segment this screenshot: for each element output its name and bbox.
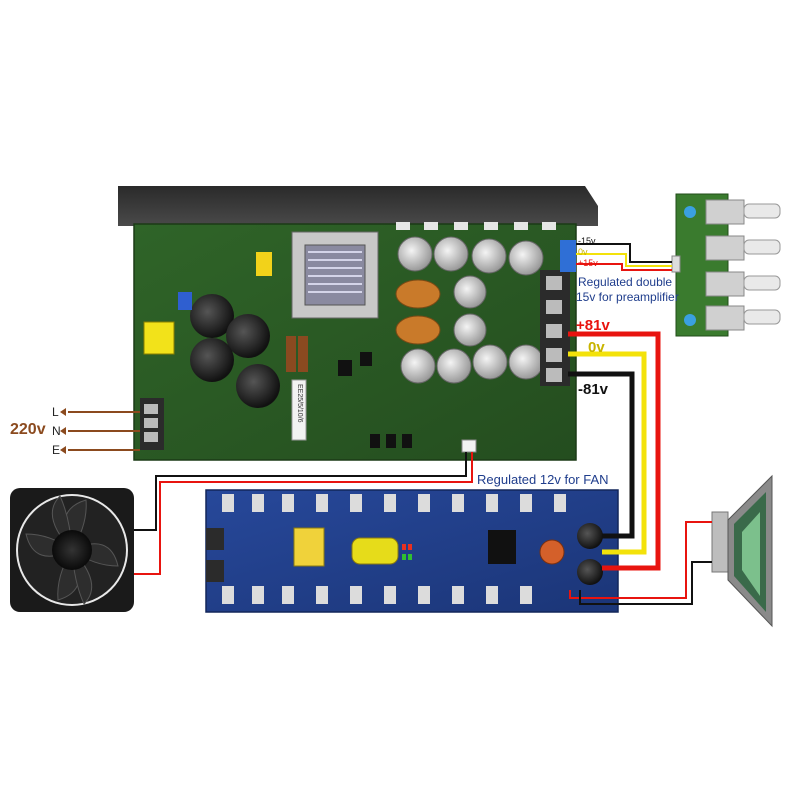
power-supply-board xyxy=(118,186,598,461)
capacitor xyxy=(400,348,436,384)
mains-neutral-label: N xyxy=(52,424,61,438)
mains-wire-arrow xyxy=(60,427,66,435)
preamp-note-line2: 15v for preamplifier xyxy=(576,290,679,304)
capacitor xyxy=(453,275,487,309)
amplifier-board xyxy=(205,489,619,613)
negative-rail-label: -81v xyxy=(578,381,609,398)
preamp-ground-label: 0v xyxy=(578,247,588,257)
capacitor xyxy=(577,523,603,549)
relay xyxy=(143,321,175,355)
speaker xyxy=(711,474,773,628)
potentiometer xyxy=(705,235,781,261)
speaker-wires xyxy=(569,521,712,605)
heatsink xyxy=(118,186,598,226)
potentiometer xyxy=(705,305,781,331)
capacitor xyxy=(471,238,507,274)
capacitor xyxy=(190,338,234,382)
capacitor xyxy=(433,236,469,272)
capacitor xyxy=(351,537,399,565)
potentiometer xyxy=(705,271,781,297)
preamplifier-board xyxy=(671,193,781,337)
output-transistors xyxy=(222,494,566,604)
capacitor xyxy=(472,344,508,380)
positive-rail-label: +81v xyxy=(576,317,610,334)
preamp-power-terminal xyxy=(560,240,576,272)
toroid-inductor xyxy=(539,539,565,565)
preamp-supply-wires xyxy=(576,243,672,271)
mains-wire-arrow xyxy=(60,408,66,416)
capacitor xyxy=(190,294,234,338)
fan-wires xyxy=(134,452,473,575)
rail-wires xyxy=(568,331,661,571)
toroid-inductor xyxy=(395,279,441,309)
mains-voltage-label: 220v xyxy=(10,421,46,438)
transformer-marking: EE25/5/10/6 xyxy=(296,384,303,423)
fan-note: Regulated 12v for FAN xyxy=(477,472,609,487)
toroid-inductor xyxy=(395,315,441,345)
potentiometer xyxy=(705,199,781,225)
mains-wire-arrow xyxy=(60,446,66,454)
capacitor xyxy=(508,240,544,276)
cooling-fan xyxy=(10,488,134,612)
film-capacitor xyxy=(293,527,325,567)
negative-rail-wire xyxy=(568,371,635,539)
capacitor xyxy=(236,364,280,408)
mains-wires xyxy=(68,411,140,451)
capacitor xyxy=(577,559,603,585)
positive-rail-wire xyxy=(568,331,661,571)
preamp-note-line1: Regulated double xyxy=(578,275,673,289)
mains-line-label: L xyxy=(52,405,59,419)
mains-earth-label: E xyxy=(52,443,61,457)
ground-rail-label: 0v xyxy=(588,339,605,356)
fan-connector xyxy=(461,439,477,453)
ground-rail-wire xyxy=(568,351,647,555)
capacitor xyxy=(508,344,544,380)
transistor xyxy=(488,530,516,564)
capacitor xyxy=(436,348,472,384)
preamp-negative-label: -15v xyxy=(578,236,596,246)
capacitor xyxy=(397,236,433,272)
preamp-positive-label: +15v xyxy=(578,258,598,268)
fan-hub xyxy=(52,530,92,570)
speaker-magnet xyxy=(711,511,729,573)
capacitor xyxy=(226,314,270,358)
capacitor xyxy=(453,313,487,347)
